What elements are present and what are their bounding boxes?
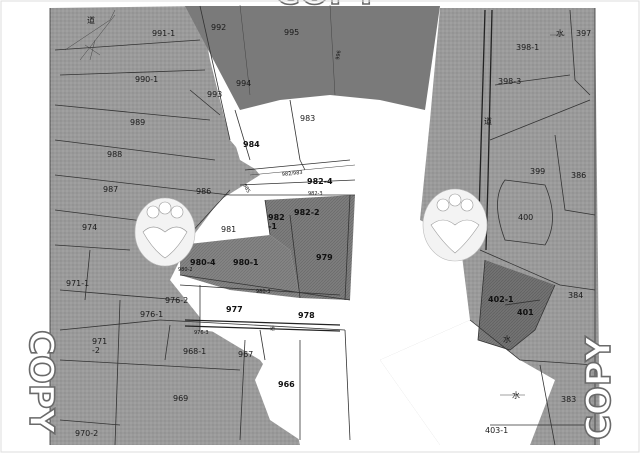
label-967: 967 <box>238 350 253 359</box>
label-398-1: 398-1 <box>516 43 539 52</box>
copy-watermark-left: COPY <box>20 329 62 434</box>
copy-right-text: COPY <box>579 336 619 440</box>
label-969: 969 <box>173 394 188 403</box>
label-971-2-b: -2 <box>92 346 100 355</box>
label-384: 384 <box>568 291 583 300</box>
water-label-top-right: 水 <box>556 28 564 38</box>
label-984: 984 <box>243 140 260 149</box>
copy-top-text: COPY <box>275 0 379 13</box>
copy-left-text: COPY <box>21 330 61 434</box>
label-971-2-a: 971 <box>92 337 107 346</box>
label-996: 996 <box>335 50 343 60</box>
label-981: 981 <box>221 225 236 234</box>
label-976-2: 976-2 <box>165 296 188 305</box>
road-label-right-upper: 道 <box>484 116 492 126</box>
parcel-977-white <box>200 285 345 340</box>
label-985: 985 <box>241 183 251 194</box>
road-label-top-left: 道 <box>87 15 95 25</box>
label-994: 994 <box>236 79 251 88</box>
parcel-966-white <box>255 330 350 440</box>
label-980-3: 980-3 <box>256 289 271 295</box>
label-982-1-a: 982 <box>268 213 285 222</box>
label-399: 399 <box>530 167 545 176</box>
left-boundaries <box>49 4 356 446</box>
water-label-parcel-inner: 水 <box>503 334 511 344</box>
paulownia-crest-left-icon <box>134 197 196 267</box>
label-983: 983 <box>300 114 315 123</box>
top-fan <box>185 6 440 110</box>
label-982-1-b: -1 <box>268 222 277 231</box>
label-402-1: 402-1 <box>488 295 514 304</box>
label-383: 383 <box>561 395 576 404</box>
right-sheet: 398-1 397 398-3 399 386 400 402-1 401 38… <box>380 8 620 446</box>
label-403-1: 403-1 <box>485 426 508 435</box>
label-400: 400 <box>518 213 533 222</box>
label-978: 978 <box>298 311 315 320</box>
label-992: 992 <box>211 23 226 32</box>
label-966: 966 <box>278 380 295 389</box>
label-970-2: 970-2 <box>75 429 98 438</box>
label-986: 986 <box>196 187 211 196</box>
label-980-1: 980-1 <box>233 258 259 267</box>
label-974: 974 <box>82 223 97 232</box>
target-parcel-979 <box>265 195 355 300</box>
parcel-985-white <box>225 100 360 175</box>
label-398-3: 398-3 <box>498 77 521 86</box>
label-993: 993 <box>207 90 222 99</box>
label-982-3: 982-3 <box>308 191 323 197</box>
label-991-1: 991-1 <box>152 29 175 38</box>
label-401: 401 <box>517 308 534 317</box>
paulownia-crest-right-icon <box>422 188 488 262</box>
label-980-4: 980-4 <box>190 258 216 267</box>
label-995: 995 <box>284 28 299 37</box>
label-982-983: 982/983 <box>282 170 303 178</box>
water-label-bottom-right: 水 <box>512 390 520 400</box>
right-white-lower <box>380 320 555 445</box>
copy-watermark-right: COPY <box>578 335 620 440</box>
label-982-4: 982-4 <box>307 177 333 186</box>
label-982-2: 982-2 <box>294 208 320 217</box>
label-988: 988 <box>107 150 122 159</box>
label-397: 397 <box>576 29 591 38</box>
label-977: 977 <box>226 305 243 314</box>
label-987: 987 <box>103 185 118 194</box>
label-976-1: 976-1 <box>140 310 163 319</box>
label-971-1: 971-1 <box>66 279 89 288</box>
label-968-1: 968-1 <box>183 347 206 356</box>
right-parcel-labels: 398-1 397 398-3 399 386 400 402-1 401 38… <box>484 28 591 435</box>
label-386: 386 <box>571 171 586 180</box>
left-sheet: 991-1 992 995 996 990-1 994 993 989 983 … <box>20 4 440 446</box>
label-980-2: 980-2 <box>178 267 193 273</box>
target-parcel-980 <box>180 235 300 298</box>
label-979: 979 <box>316 253 333 262</box>
label-976-3: 976-3 <box>194 330 209 336</box>
road-label-mid-left: 道 <box>270 325 275 332</box>
label-989: 989 <box>130 118 145 127</box>
copy-watermark-top: COPY <box>274 0 379 14</box>
label-990-1: 990-1 <box>135 75 158 84</box>
